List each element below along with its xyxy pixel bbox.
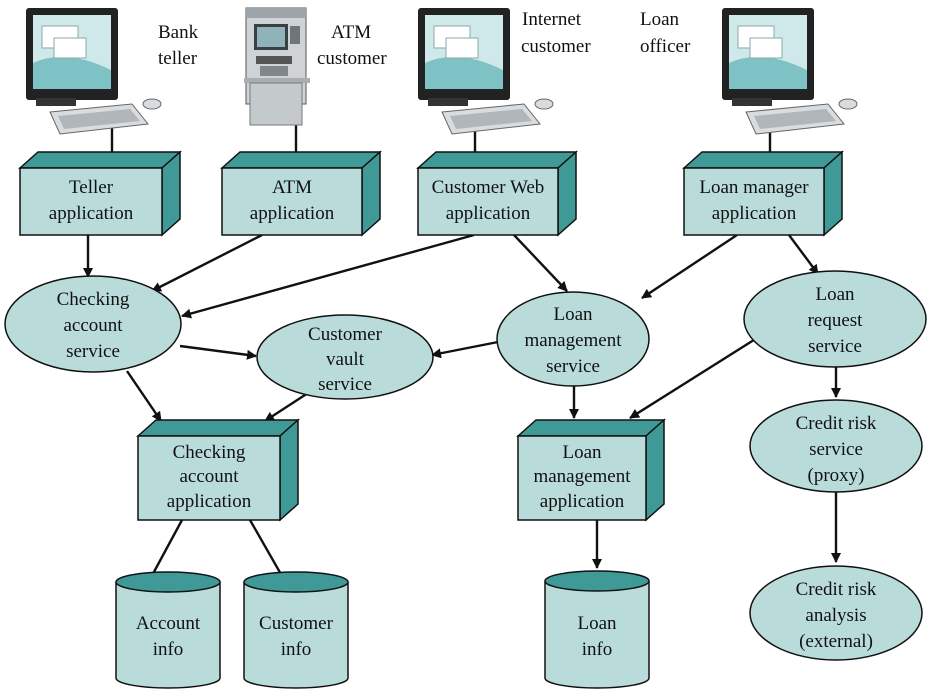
app-label-line: application: [540, 491, 625, 512]
arrow-web-app-to-checking-service: [181, 233, 475, 319]
database-loan-info: Loan info: [544, 570, 650, 689]
actor-label-line: teller: [158, 48, 198, 69]
database-customer-info: Customer info: [243, 571, 349, 689]
actor-label-bank-teller: Bank teller: [158, 22, 199, 69]
app-label-line: Loan: [562, 442, 602, 463]
database-label-line: info: [281, 639, 312, 660]
desktop-computer-icon: [418, 8, 554, 135]
arrow-atm-app-to-checking-service: [151, 233, 263, 293]
actor-label-line: customer: [317, 48, 387, 69]
desktop-computer-icon: [722, 8, 858, 135]
actor-label-internet-customer: Internet customer: [521, 9, 591, 57]
desktop-computer-icon: [26, 8, 162, 135]
database-account-info: Account info: [115, 571, 221, 689]
service-credit-risk-analysis: Credit risk analysis (external): [749, 565, 923, 661]
arrow-checking-service-to-checking-app: [126, 370, 162, 422]
actor-label-loan-officer: Loan officer: [640, 9, 691, 57]
arrow-loan-manager-to-loan-service: [641, 233, 738, 300]
database-label-line: info: [153, 639, 184, 660]
app-label-line: account: [179, 466, 239, 487]
service-label-line: management: [524, 330, 622, 351]
app-label-line: management: [533, 466, 631, 487]
service-label-line: service: [809, 439, 863, 460]
arrow-loan-manager-to-loan-request: [788, 234, 819, 275]
arrow-loan-service-to-vault: [431, 340, 499, 359]
service-loan-management: Loan management service: [496, 291, 650, 387]
arrow-web-app-to-loan-service: [513, 234, 568, 292]
service-label-line: service: [318, 374, 372, 395]
app-box-atm: ATM application: [220, 150, 382, 237]
app-label-line: Checking: [173, 442, 246, 463]
app-label-line: Teller: [69, 177, 114, 198]
app-label-line: Customer Web: [432, 177, 545, 198]
app-box-checking-account: Checking account application: [136, 418, 300, 522]
app-label-line: application: [250, 203, 335, 224]
database-label-line: Customer: [259, 613, 334, 634]
database-label-line: info: [582, 639, 613, 660]
connections: [83, 118, 841, 584]
actor-label-line: officer: [640, 36, 691, 57]
service-label-line: analysis: [805, 605, 866, 626]
arrow-loan-request-to-loan-app: [629, 336, 758, 420]
service-checking-account: Checking account service: [4, 275, 182, 373]
app-box-loan-manager: Loan manager application: [682, 150, 844, 237]
service-label-line: vault: [326, 349, 365, 370]
service-label-line: Loan: [553, 304, 593, 325]
service-label-line: service: [546, 356, 600, 377]
database-label-line: Account: [136, 613, 201, 634]
database-label-line: Loan: [577, 613, 617, 634]
actor-label-line: Internet: [522, 9, 582, 30]
service-label-line: Loan: [815, 284, 855, 305]
app-label-line: application: [446, 203, 531, 224]
app-label-line: application: [712, 203, 797, 224]
arrow-checking-service-to-vault: [179, 344, 257, 360]
service-label-line: (external): [799, 631, 873, 652]
app-label-line: application: [49, 203, 134, 224]
actor-label-atm-customer: ATM customer: [317, 22, 387, 69]
actor-label-line: ATM: [331, 22, 371, 43]
service-label-line: (proxy): [808, 465, 865, 486]
service-label-line: service: [66, 341, 120, 362]
app-box-teller: Teller application: [18, 150, 182, 237]
service-credit-risk-proxy: Credit risk service (proxy): [749, 399, 923, 493]
atm-machine-icon: [244, 7, 310, 126]
actor-label-line: customer: [521, 36, 591, 57]
service-label-line: Credit risk: [796, 413, 877, 434]
service-label-line: account: [63, 315, 123, 336]
actor-label-line: Bank: [158, 22, 199, 43]
app-label-line: Loan manager: [699, 177, 809, 198]
service-label-line: Customer: [308, 324, 383, 345]
service-label-line: Credit risk: [796, 579, 877, 600]
service-label-line: service: [808, 336, 862, 357]
arrow-vault-to-checking-app: [264, 391, 309, 423]
actor-label-line: Loan: [640, 9, 680, 30]
service-customer-vault: Customer vault service: [256, 314, 434, 400]
service-label-line: request: [808, 310, 864, 331]
app-label-line: ATM: [272, 177, 312, 198]
app-box-loan-management: Loan management application: [516, 418, 666, 522]
app-box-customer-web: Customer Web application: [416, 150, 578, 237]
service-loan-request: Loan request service: [743, 270, 927, 368]
app-label-line: application: [167, 491, 252, 512]
service-label-line: Checking: [57, 289, 130, 310]
